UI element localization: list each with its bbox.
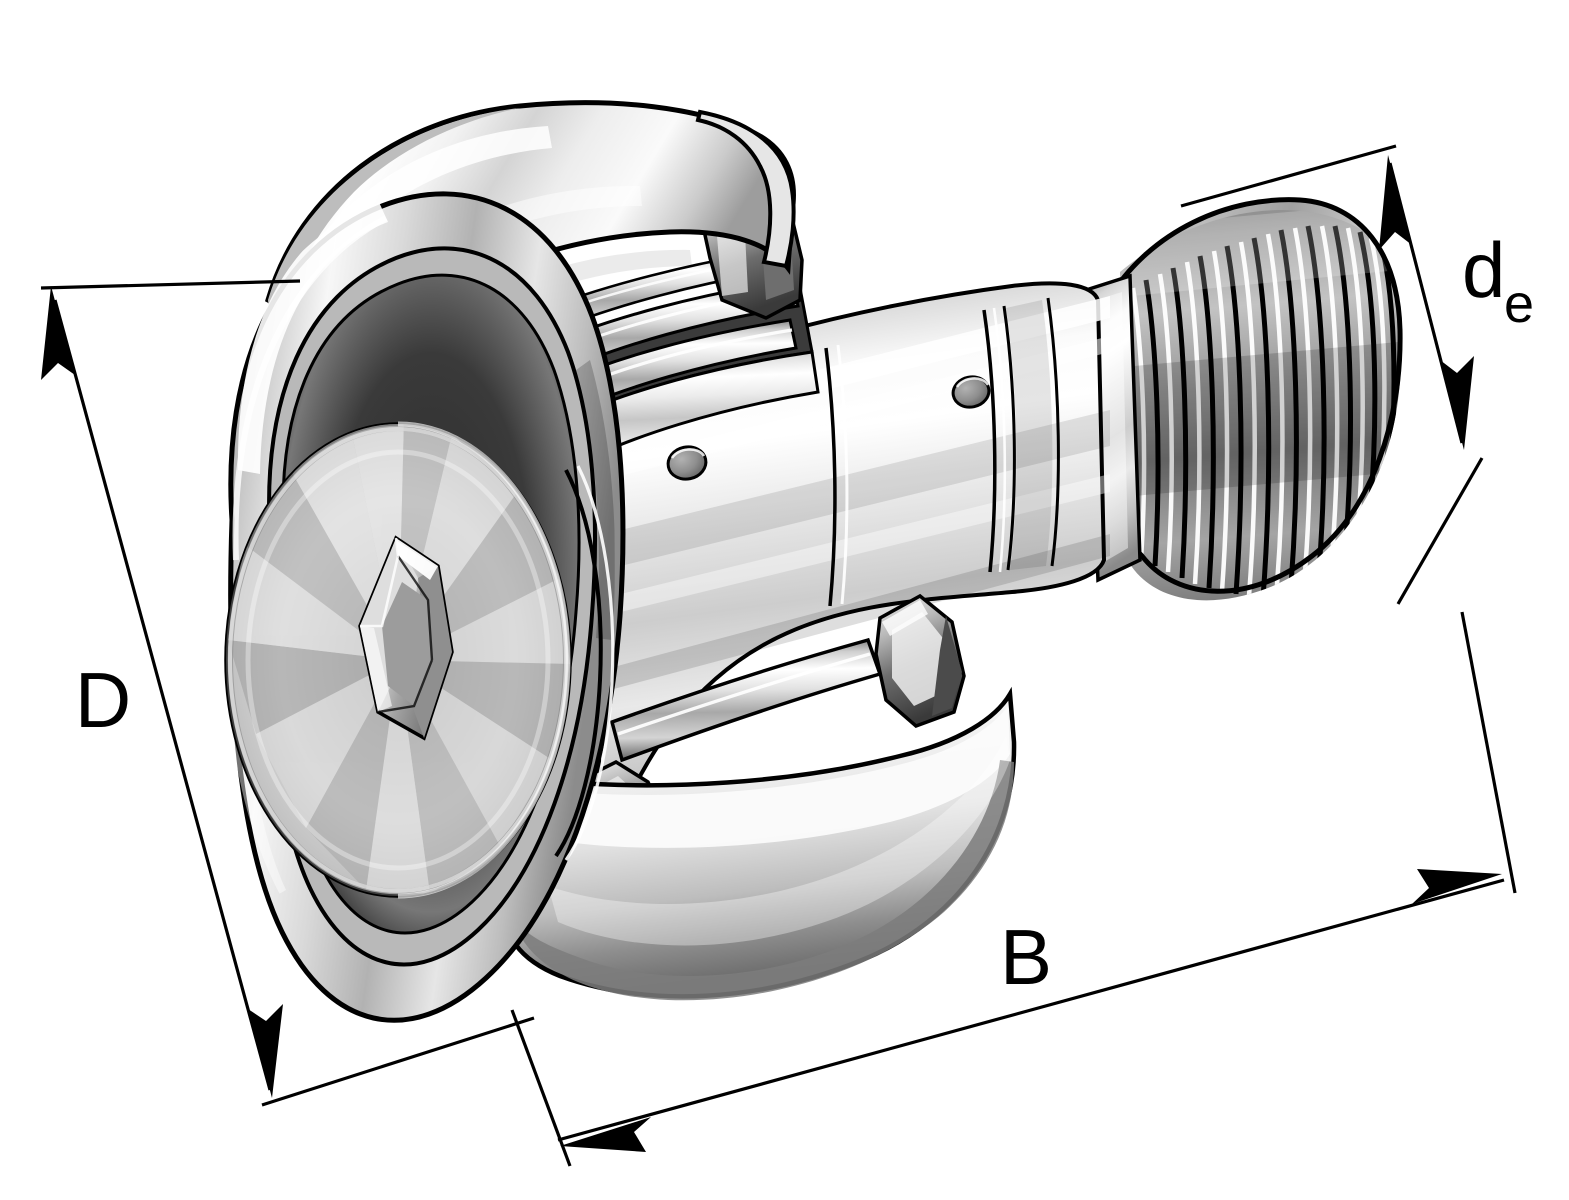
arrowhead-B-left xyxy=(560,1117,651,1152)
dimension-line-D xyxy=(53,299,272,1091)
extension-line-de-bottom xyxy=(1396,457,1484,605)
dimension-annotations xyxy=(40,144,1517,1167)
dimension-label-de-subscript: e xyxy=(1504,274,1534,334)
outer-ring-bottom xyxy=(502,686,1017,1001)
dimension-label-D: D xyxy=(75,656,131,744)
dimension-D xyxy=(40,279,535,1107)
arrowhead-de-bottom xyxy=(1440,356,1474,450)
hex-socket xyxy=(358,535,454,741)
arrowhead-B-right xyxy=(1412,869,1502,904)
dimension-label-de-main: d xyxy=(1462,226,1505,314)
stud-shank xyxy=(588,281,1110,871)
dimension-label-de: d e xyxy=(1462,226,1534,334)
extension-line-D-bottom xyxy=(261,1016,535,1107)
lubrication-hole-front xyxy=(666,445,708,481)
seal-ring-lower-right xyxy=(874,593,966,728)
dimension-labels: D B d e xyxy=(75,226,1534,1001)
inner-ring-shoulder xyxy=(554,465,615,861)
arrowhead-D-bottom xyxy=(248,1004,283,1098)
arrowhead-D-top xyxy=(41,286,75,380)
extension-line-de-top xyxy=(1180,144,1397,208)
shank-step xyxy=(824,344,849,607)
extension-line-B-right xyxy=(1460,611,1517,894)
dimension-de xyxy=(1180,144,1484,605)
extension-line-D-top xyxy=(40,279,301,290)
dimension-B xyxy=(510,611,1517,1167)
lubrication-hole-rear xyxy=(951,375,991,409)
arrowhead-de-top xyxy=(1379,155,1412,250)
stud-end-face xyxy=(224,421,572,899)
dimension-label-B: B xyxy=(1000,913,1052,1001)
dimension-line-B xyxy=(557,878,1505,1142)
shank-groove-band xyxy=(982,297,1060,573)
